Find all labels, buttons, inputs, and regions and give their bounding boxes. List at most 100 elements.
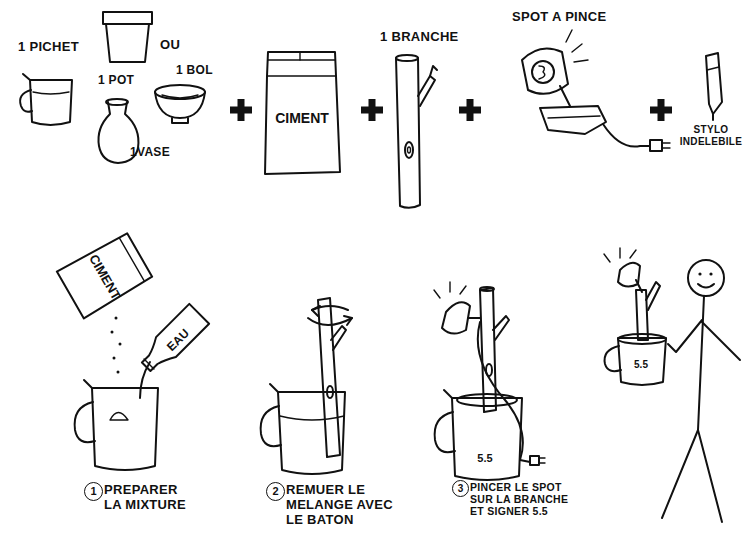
- pot-drawing: [103, 12, 152, 62]
- branch-drawing-part: [408, 147, 411, 153]
- object-text: 5.5: [477, 452, 492, 464]
- pitcher-step1-part: [110, 413, 128, 421]
- plus-sign-part: [230, 99, 252, 121]
- pitcher-step2-part: [261, 406, 281, 446]
- stick-figure-part: [698, 430, 722, 522]
- object-text: 5.5: [634, 359, 648, 370]
- pitcher-step1-part: [84, 380, 92, 388]
- rotation-arrow-part: [344, 316, 352, 325]
- indelible-pen-part: [707, 67, 719, 70]
- spot-step3: [434, 282, 545, 465]
- hand-label: PREPARER LA MIXTURE: [104, 483, 192, 513]
- spot-step3-part: [468, 317, 480, 319]
- pitcher-step2: [261, 384, 345, 474]
- spot-step3-part: [539, 458, 545, 463]
- clamp-spotlight-part: [540, 106, 606, 134]
- branch-drawing-part: [430, 66, 437, 76]
- cement-bag: [265, 52, 340, 174]
- clamp-spotlight-part: [566, 30, 588, 62]
- stick-figure-part: [698, 284, 714, 288]
- rotation-arrow-part: [308, 318, 352, 325]
- pouring-bag-part: [119, 238, 144, 281]
- bowl-drawing: [155, 85, 205, 123]
- stick-figure-part: [702, 322, 740, 360]
- branch-final-part: [604, 248, 636, 262]
- hand-label: PINCER LE SPOT SUR LA BRANCHE ET SIGNER …: [470, 481, 582, 517]
- pot-drawing-part: [103, 12, 152, 24]
- hand-label: OU: [160, 38, 190, 53]
- branch-step3-part: [493, 316, 509, 340]
- clamp-spotlight-part: [662, 143, 670, 148]
- pitcher-drawing-part: [23, 74, 30, 80]
- pitcher-drawing-part: [20, 90, 32, 112]
- labelled-object: CIMENT: [275, 110, 329, 126]
- hand-label: 1 BRANCHE: [380, 30, 480, 45]
- stick-figure-part: [698, 272, 701, 275]
- clamp-spotlight-part: [532, 61, 554, 83]
- rotation-arrow: [308, 306, 352, 325]
- pitcher-step2-part: [280, 416, 344, 420]
- spot-step3-part: [434, 282, 466, 298]
- bowl-drawing-part: [172, 118, 188, 123]
- stick-figure-part: [709, 272, 712, 275]
- cement-powder-part: [119, 343, 122, 346]
- clamp-spotlight-part: [650, 140, 662, 151]
- stick-figure-part: [668, 320, 702, 352]
- cement-powder-part: [113, 357, 116, 360]
- step-number: 2: [266, 482, 285, 501]
- clamp-spotlight: [522, 30, 670, 151]
- indelible-pen: [706, 53, 722, 120]
- branch-drawing-part: [405, 142, 413, 158]
- spot-step3-part: [478, 322, 530, 462]
- mug-final-part: [618, 338, 666, 385]
- clamp-spotlight-part: [560, 86, 570, 106]
- mug-final: [605, 334, 666, 385]
- object-text: CIMENT: [86, 252, 124, 303]
- stirring-stick-part: [318, 298, 340, 457]
- hand-label: 1VASE: [130, 146, 190, 160]
- hand-label: 1 BOL: [176, 64, 236, 78]
- cement-bag-part: [265, 52, 340, 174]
- branch-final: [604, 248, 660, 340]
- pitcher-drawing-part: [33, 92, 69, 94]
- pouring-bag-part: [57, 232, 153, 319]
- pitcher-drawing-part: [30, 80, 72, 125]
- pot-drawing-part: [106, 24, 149, 62]
- plus-sign-part: [650, 99, 672, 121]
- rotation-arrow-part: [312, 306, 320, 316]
- hand-label: SPOT A PINCE: [512, 10, 632, 25]
- branch-final-part: [636, 280, 642, 292]
- bowl-drawing-part: [155, 85, 205, 99]
- indelible-pen-part: [712, 114, 714, 120]
- bowl-drawing-part: [162, 95, 198, 98]
- pitcher-step3-part: [444, 390, 452, 398]
- clamp-spotlight-part: [548, 116, 600, 118]
- stick-figure-part: [698, 296, 704, 430]
- mug-final-part: [605, 346, 621, 371]
- stick-figure-part: [688, 260, 724, 296]
- branch-drawing: [396, 55, 437, 208]
- branch-drawing-part: [396, 55, 418, 61]
- pitcher-drawing: [20, 74, 72, 125]
- clamp-spotlight-part: [603, 124, 650, 147]
- pitcher-step1-part: [92, 388, 158, 470]
- branch-step3: [480, 287, 509, 412]
- stick-figure: [662, 260, 740, 522]
- water-stream: [140, 362, 150, 398]
- indelible-pen-part: [706, 53, 722, 114]
- object-text: CIMENT: [275, 110, 329, 126]
- pitcher-step1-part: [75, 402, 95, 442]
- hand-label: 1 POT: [98, 74, 158, 88]
- hand-label: STYLO INDELEBILE: [676, 124, 746, 147]
- plus-sign-part: [361, 99, 383, 121]
- labelled-object: CIMENT: [86, 252, 124, 303]
- labelled-object: EAU: [164, 326, 192, 354]
- hand-label: REMUER LE MELANGE AVEC LE BATON: [286, 483, 396, 528]
- cement-powder: [111, 317, 122, 374]
- cement-bag-part: [299, 52, 300, 60]
- pitcher-step1: [75, 380, 158, 470]
- branch-final-part: [646, 282, 660, 310]
- cement-bag-part: [267, 60, 336, 76]
